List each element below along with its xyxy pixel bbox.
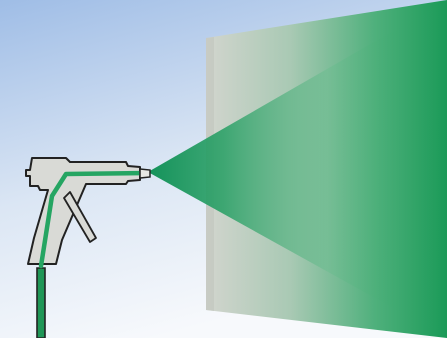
spray-gun-nozzle [140, 169, 150, 178]
spray-gun-hose [37, 268, 45, 338]
